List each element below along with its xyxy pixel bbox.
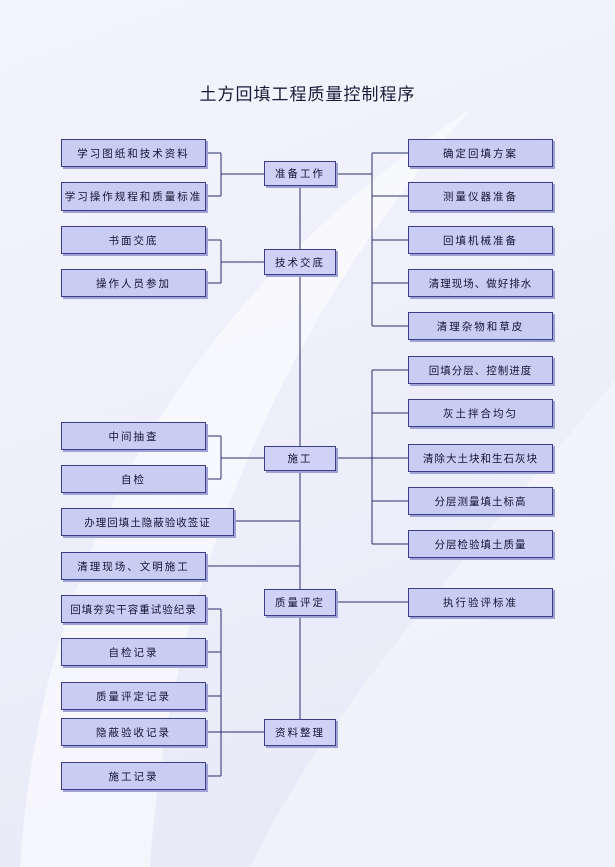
node-midway-check: 中间抽查 (61, 422, 206, 450)
node-site-cleanup: 清理现场、文明施工 (61, 552, 206, 580)
node-quality-assessment: 质量评定 (264, 589, 336, 616)
node-self-check-record: 自检记录 (61, 638, 206, 666)
node-density-test-record: 回填夯实干容重试验纪录 (61, 595, 206, 623)
node-prep-work: 准备工作 (264, 161, 336, 186)
node-operators-attend: 操作人员参加 (61, 269, 206, 297)
node-lime-soil-mixing: 灰土拌合均匀 (408, 399, 553, 427)
node-study-procedures: 学习操作规程和质量标准 (61, 182, 206, 211)
page-title: 土方回填工程质量控制程序 (199, 85, 416, 105)
node-construction-record: 施工记录 (61, 762, 206, 790)
node-document-filing: 资料整理 (264, 719, 336, 746)
node-layer-elevation: 分层测量填土标高 (408, 487, 553, 515)
node-self-check: 自检 (61, 465, 206, 493)
node-remove-debris: 清理杂物和草皮 (408, 312, 553, 340)
node-layer-inspection: 分层检验填土质量 (408, 530, 553, 558)
node-construction: 施工 (264, 446, 336, 471)
node-layered-backfill: 回填分层、控制进度 (408, 356, 553, 384)
node-tech-briefing: 技术交底 (264, 249, 336, 275)
node-survey-instruments: 测量仪器准备 (408, 182, 553, 211)
node-backfill-machinery: 回填机械准备 (408, 226, 553, 254)
node-written-briefing: 书面交底 (61, 226, 206, 254)
node-concealed-acceptance-record: 隐蔽验收记录 (61, 718, 206, 746)
node-site-drainage: 清理现场、做好排水 (408, 269, 553, 297)
node-study-drawings: 学习图纸和技术资料 (61, 139, 206, 167)
node-apply-standards: 执行验评标准 (408, 588, 553, 617)
node-backfill-plan: 确定回填方案 (408, 139, 553, 167)
node-concealed-acceptance: 办理回填土隐蔽验收签证 (61, 508, 234, 536)
node-remove-clods: 清除大土块和生石灰块 (408, 444, 553, 472)
node-quality-assessment-record: 质量评定记录 (61, 682, 206, 710)
